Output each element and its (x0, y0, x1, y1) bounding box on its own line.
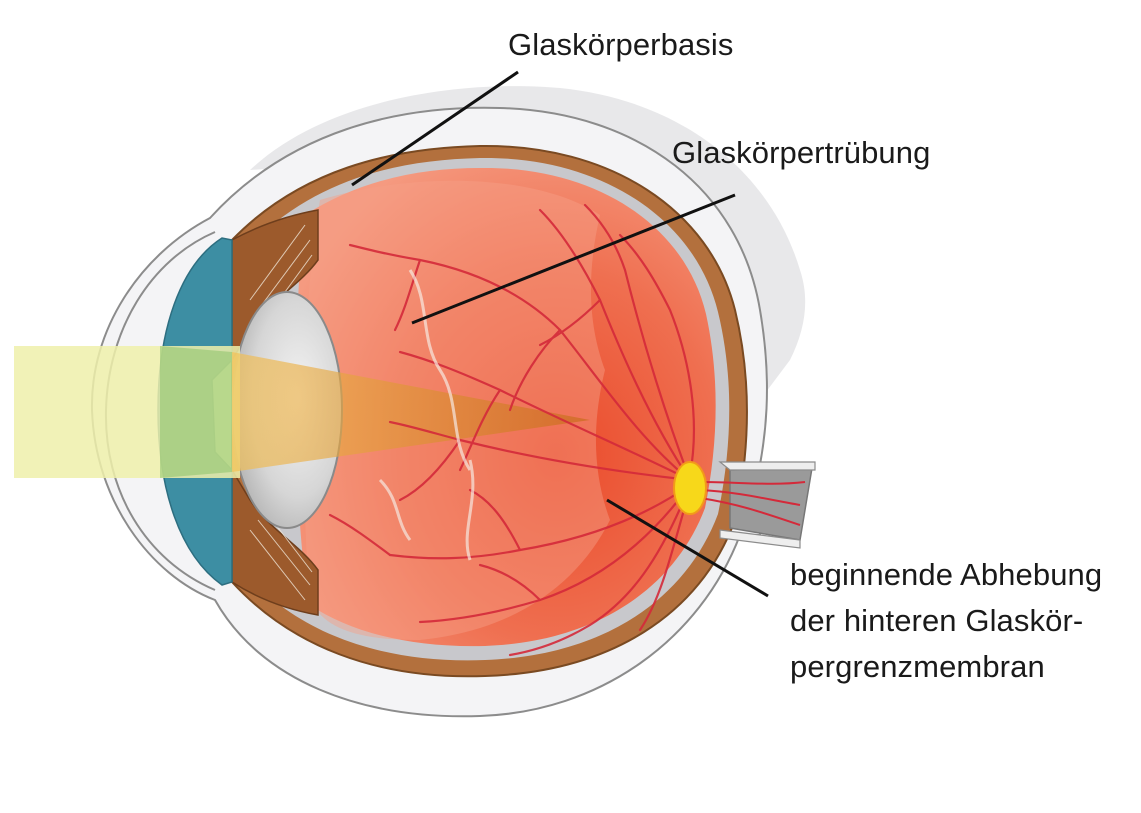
optic-nerve-vessels (699, 481, 806, 526)
leader-line-abhebung (606, 498, 769, 598)
leader-line-glaskoerpertruebung (411, 193, 736, 325)
label-abhebung-line-3: pergrenzmembran (790, 649, 1045, 684)
label-abhebung-line-1: beginnende Abhebung (790, 557, 1103, 592)
label-glaskoerpertruebung: Glaskörpertrübung (672, 135, 931, 170)
light-beam-cone (232, 352, 590, 472)
vitreous-floaters (378, 269, 475, 561)
light-beam-cornea (160, 346, 232, 478)
label-glaskoerperbasis: Glaskörperbasis (508, 27, 734, 62)
label-abhebung: beginnende Abhebung der hinteren Glaskör… (790, 552, 1102, 690)
optic-nerve-sheath (718, 461, 816, 549)
label-abhebung-line-2: der hinteren Glaskör- (790, 603, 1084, 638)
leader-line-glaskoerperbasis (351, 70, 519, 187)
optic-disc (673, 461, 707, 515)
